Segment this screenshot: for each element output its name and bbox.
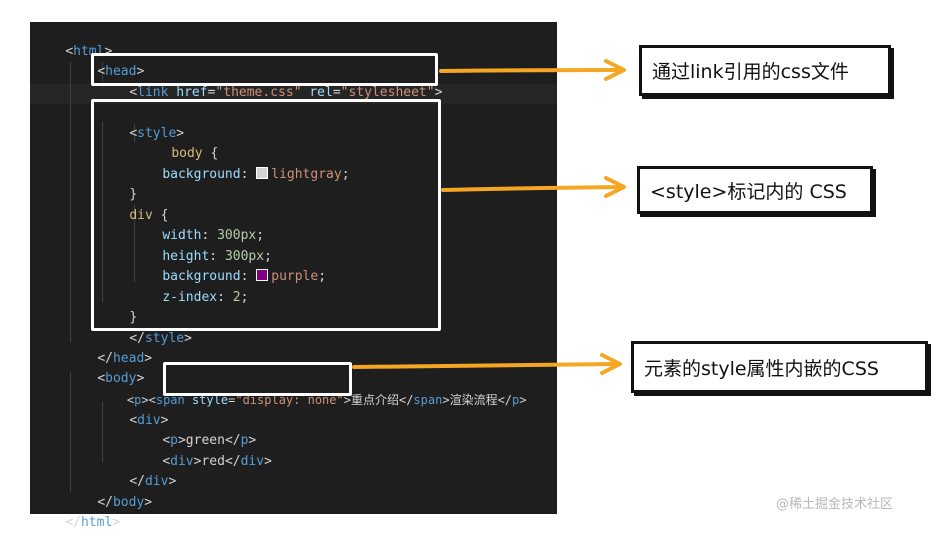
- inline-style-highlight-box: [163, 362, 352, 396]
- code-line-style-close: </style>: [129, 331, 192, 346]
- code-line-close-brace: }: [129, 310, 138, 325]
- link-highlight-box: [91, 53, 438, 86]
- code-line-head-open: <head>: [97, 64, 145, 79]
- code-line-body-selector: body {: [171, 146, 219, 161]
- callout-style-tag-css: <style>标记内的 CSS: [637, 166, 873, 214]
- code-line-div-close: </div>: [129, 474, 177, 489]
- indent-guide: [70, 62, 71, 342]
- code-line-height: height: 300px;: [162, 249, 272, 264]
- indent-guide: [134, 124, 135, 142]
- code-line-head-close: </head>: [97, 351, 153, 366]
- code-line-background-purple: background: purple;: [162, 269, 327, 284]
- lightgray-swatch-icon: [256, 167, 269, 179]
- callout-inline-css: 元素的style属性内嵌的CSS: [631, 341, 928, 393]
- callout-inline-css-label: 元素的style属性内嵌的CSS: [644, 357, 879, 380]
- code-line-style-open: <style>: [129, 126, 185, 141]
- indent-guide: [102, 402, 103, 462]
- watermark: @稀土掘金技术社区: [776, 497, 894, 512]
- code-line-z-index: z-index: 2;: [162, 290, 249, 305]
- code-line-p-inline-style: <p><span style="display: none">重点介绍</spa…: [126, 393, 527, 407]
- code-line-body-close: </body>: [97, 495, 153, 510]
- arrows-layer: [352, 59, 626, 375]
- indent-guide: [102, 122, 103, 302]
- code-editor-panel: <html> <head> <link href="theme.css" rel…: [30, 22, 557, 530]
- callout-link-css-label: 通过link引用的css文件: [652, 61, 849, 83]
- code-line-body-open: <body>: [97, 371, 145, 386]
- purple-swatch-icon: [256, 269, 269, 281]
- code-line-div-open: <div>: [129, 413, 169, 428]
- style-tag-highlight-box: [91, 99, 441, 331]
- code-line-p-green: <p>green</p>: [162, 433, 257, 448]
- indent-guide: [102, 62, 103, 82]
- code-line-div-selector: div {: [129, 208, 169, 223]
- indent-guide: [134, 204, 135, 282]
- indent-guide: [70, 372, 71, 492]
- arrow-inline-style: [352, 353, 622, 375]
- code-line-width: width: 300px;: [162, 228, 265, 243]
- arrow-link: [439, 59, 626, 81]
- code-line-background-lightgray: background: lightgray;: [162, 167, 350, 182]
- arrow-style-tag: [441, 176, 626, 198]
- code-line-link: <link href="theme.css" rel="stylesheet">: [129, 85, 443, 100]
- callout-style-tag-css-label: <style>标记内的 CSS: [650, 180, 847, 203]
- code-line-div-red: <div>red</div>: [162, 454, 272, 469]
- callout-link-css: 通过link引用的css文件: [639, 45, 891, 96]
- code-line-close-brace: }: [129, 187, 138, 202]
